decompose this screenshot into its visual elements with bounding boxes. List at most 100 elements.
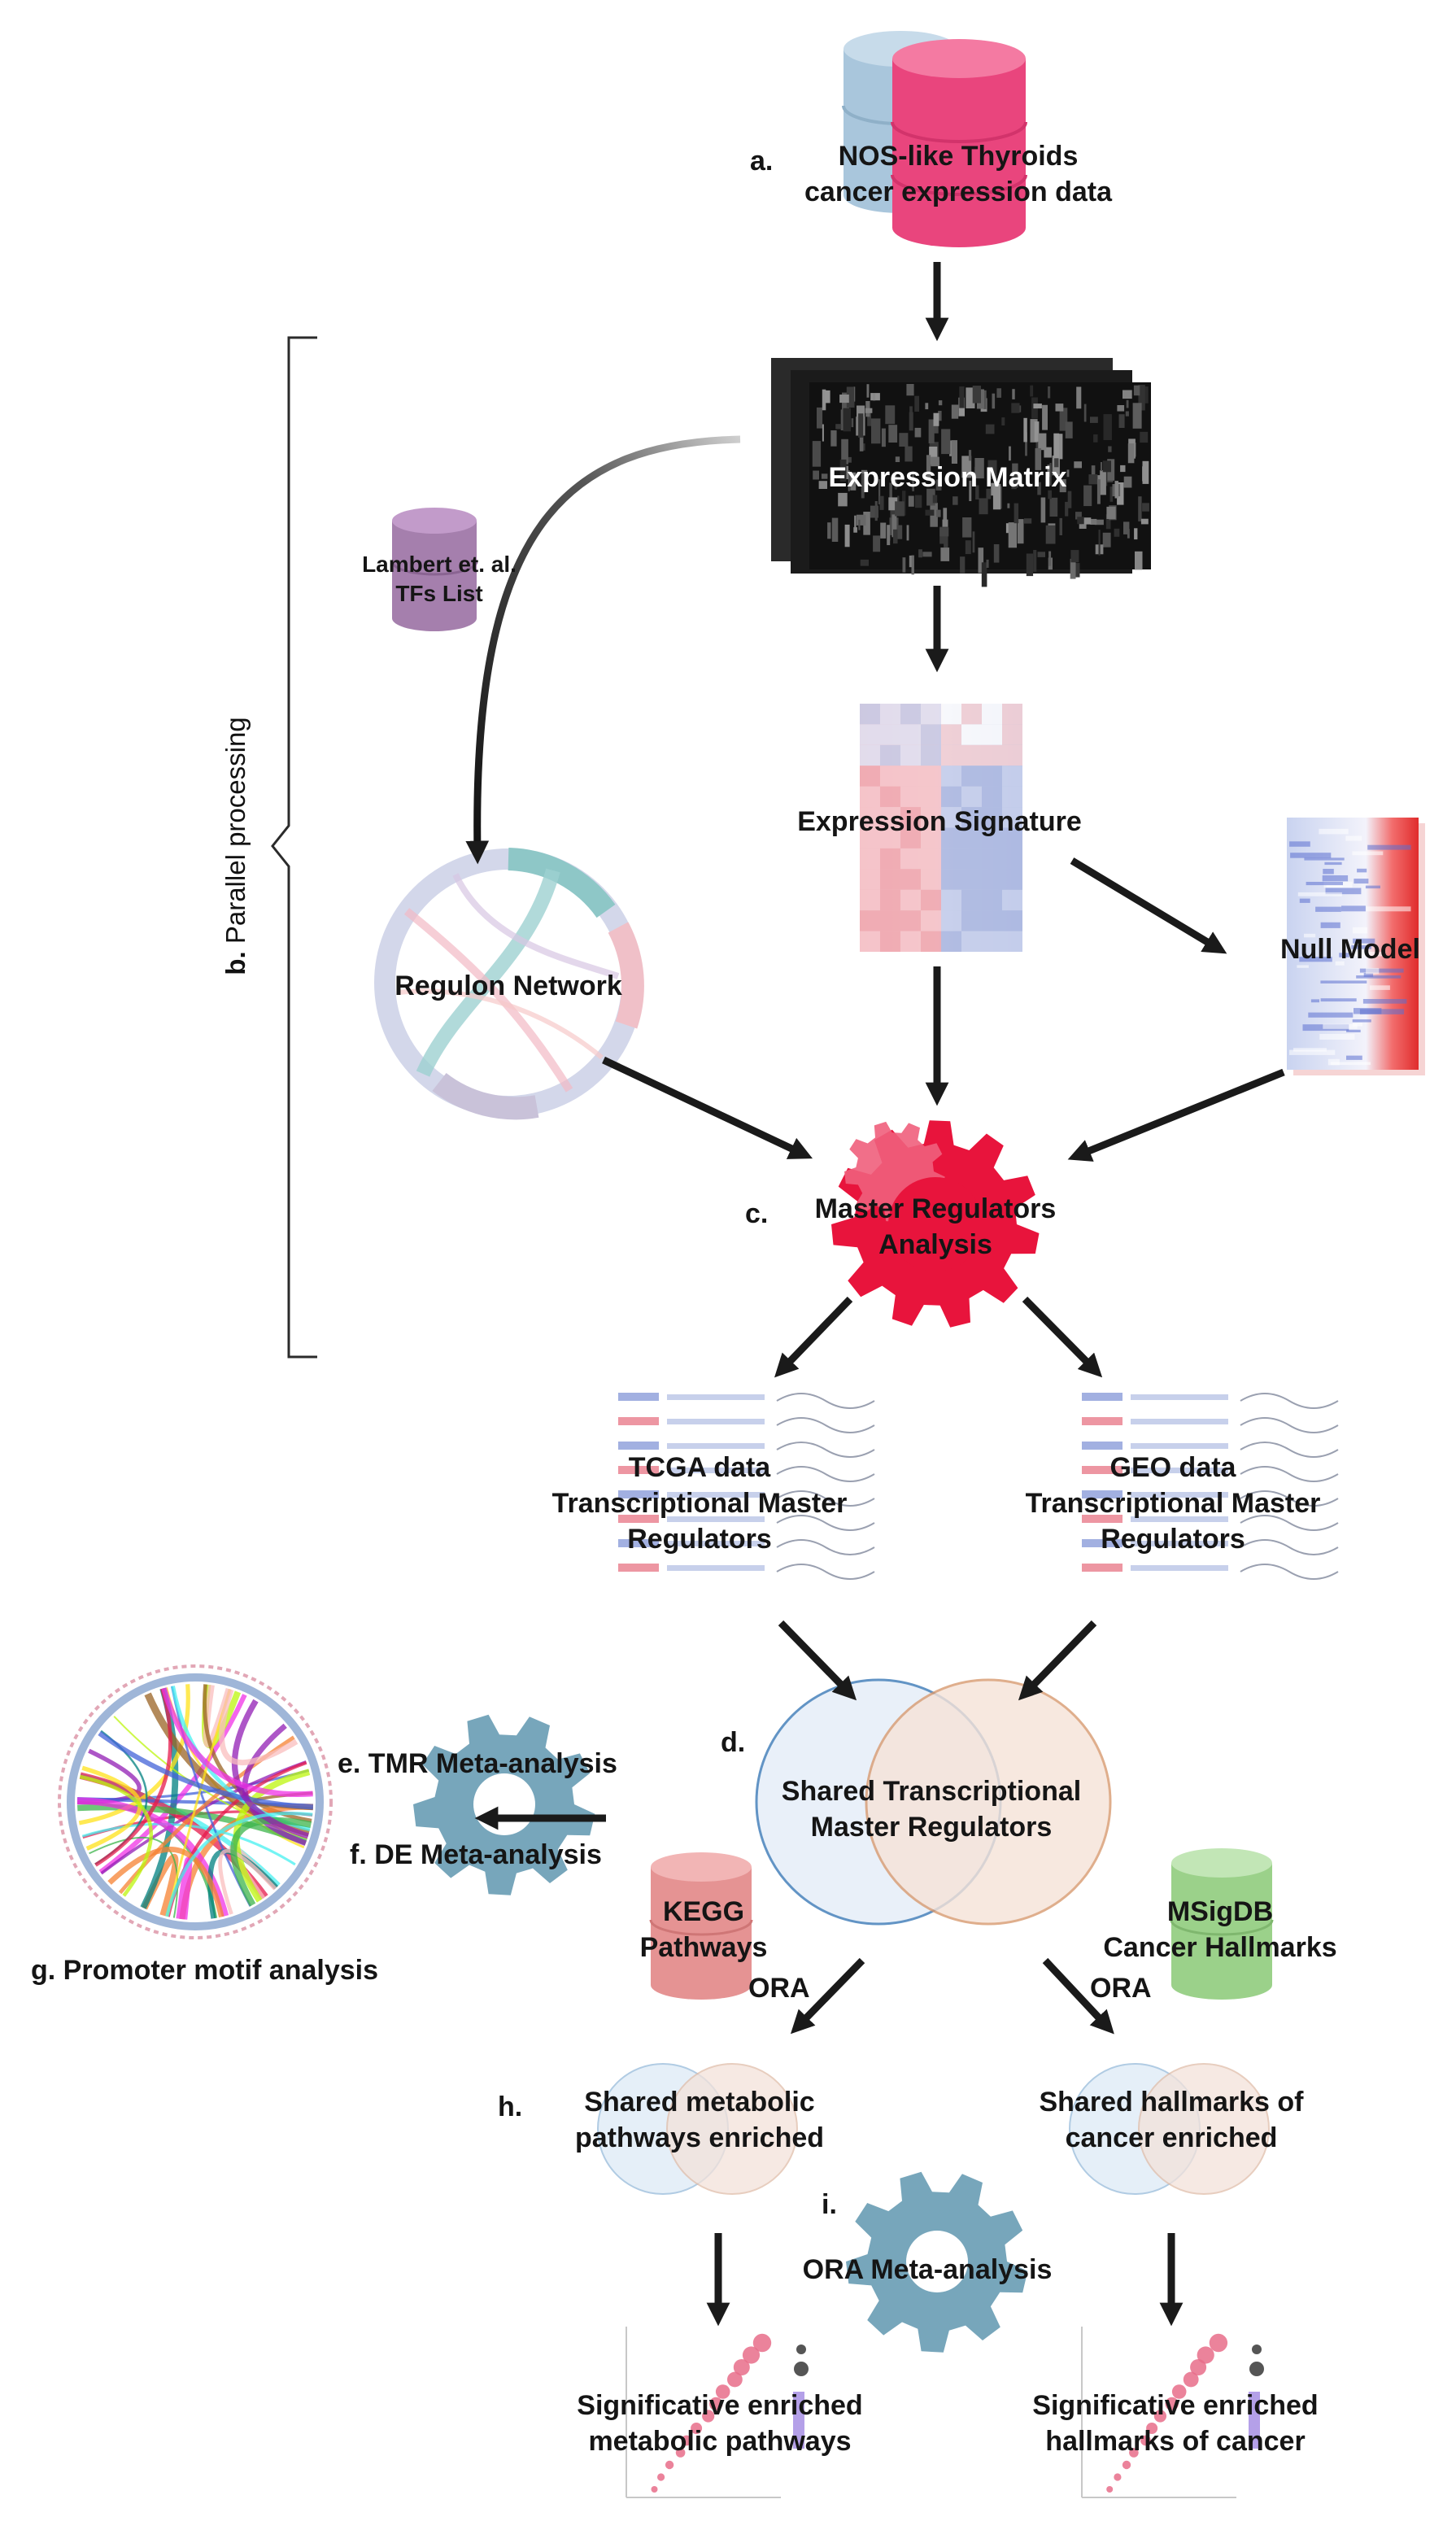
dotplot-point (1209, 2333, 1228, 2353)
heatmap-cell (860, 931, 880, 952)
matrix-cell (1065, 501, 1069, 517)
master-regulators-label-line1: Master Regulators (814, 1193, 1057, 1224)
heatmap-cell (982, 786, 1002, 808)
geo-tmr-label-line1: GEO data (1109, 1452, 1236, 1483)
matrix-cell (1025, 432, 1027, 456)
heatmap-cell (1002, 744, 1022, 766)
matrix-cell (1048, 386, 1051, 399)
gear-hub (888, 1177, 983, 1272)
metabolic-pathways-label-line2: pathways enriched (574, 2122, 825, 2153)
matrix-cell (968, 450, 972, 461)
matrix-cell (1117, 482, 1124, 505)
matrix-cell (925, 403, 929, 410)
heatmap-cell (941, 869, 961, 890)
matrix-cell (1076, 386, 1082, 409)
circos-link (76, 1797, 229, 1917)
table-bar (618, 1466, 659, 1474)
matrix-cell (1035, 447, 1042, 470)
matrix-cell (1093, 434, 1098, 443)
heatmap-cell (982, 724, 1002, 745)
matrix-cell (867, 411, 871, 426)
matrix-cell (835, 424, 842, 430)
heatmap-cell (941, 827, 961, 848)
matrix-cell (897, 495, 900, 505)
matrix-cell (841, 438, 848, 465)
matrix-cell (872, 393, 876, 401)
matrix-cell (972, 386, 981, 403)
heatmap-cell (860, 704, 880, 725)
gear-hole (473, 1773, 535, 1835)
null-model-stripe (1369, 985, 1390, 990)
matrix-cell (906, 525, 909, 541)
heatmap-cell (921, 786, 941, 808)
table-bar (667, 1419, 765, 1424)
matrix-cell (1030, 385, 1034, 397)
matrix-cell (880, 522, 887, 539)
matrix-cell (881, 428, 886, 447)
arrow-tcga-to-shared (778, 1620, 857, 1701)
tf-list-label: Lambert et. al. TFs List (333, 550, 545, 608)
circos-link (94, 1688, 172, 1867)
heatmap-cell (880, 704, 900, 725)
matrix-cell (1011, 403, 1020, 413)
heatmap-cell (860, 889, 880, 911)
table-bar (1082, 1515, 1123, 1523)
table-bar (1131, 1443, 1228, 1449)
heatmap-cell (880, 931, 900, 952)
matrix-cell (926, 488, 935, 506)
de-meta-analysis-label: f. DE Meta-analysis (350, 1839, 602, 1870)
kegg-database-icon (649, 1852, 753, 2000)
arrow-regulon-to-mra (602, 1056, 813, 1159)
null-model-stripe (1359, 1009, 1405, 1014)
heatmap-cell (900, 889, 921, 911)
null-model-stripe (1323, 869, 1334, 875)
matrix-cell (878, 479, 881, 504)
table-curve (776, 1564, 875, 1580)
kegg-pathways-label-line2: Pathways (639, 1932, 768, 1963)
matrix-cell (941, 429, 951, 455)
master-regulators-label-line2: Analysis (878, 1229, 992, 1260)
table-bar (667, 1468, 765, 1473)
null-model-stripe (1297, 965, 1309, 968)
hallmarks-result-label-line2: hallmarks of cancer (1045, 2426, 1306, 2457)
dotplot-point (727, 2371, 743, 2388)
matrix-cell (1017, 519, 1024, 544)
matrix-cell (1083, 403, 1087, 422)
matrix-cell (888, 497, 898, 511)
table-bar (618, 1490, 659, 1498)
null-model-stripe (1357, 868, 1367, 873)
table-curve (776, 1490, 875, 1507)
heatmap-cell (982, 704, 1002, 725)
heatmap-cell (961, 910, 982, 931)
matrix-cell (996, 388, 1001, 398)
arrow-mra-to-geo (1022, 1296, 1103, 1378)
null-model-stripe (1353, 938, 1375, 944)
matrix-cell (1059, 479, 1066, 493)
circos-link (165, 1812, 313, 1917)
heatmap-cell (900, 848, 921, 870)
parallel-processing-label: b. Parallel processing (218, 708, 254, 984)
matrix-cell (987, 460, 997, 479)
heatmap-cell (1002, 766, 1022, 787)
tf-list-label-line2: TFs List (395, 581, 483, 606)
matrix-cell (848, 470, 850, 491)
matrix-cell (859, 427, 864, 451)
table-bar (618, 1539, 659, 1547)
null-model-stripe (1299, 957, 1332, 962)
matrix-cell (1127, 443, 1135, 464)
matrix-cell (935, 479, 942, 491)
matrix-cell (1054, 458, 1059, 468)
tcga-tmr-label-line2: Transcriptional Master (551, 1488, 848, 1519)
null-model-stripe (1362, 999, 1407, 1004)
table-bar (618, 1393, 659, 1401)
arrow-mra-to-tcga (774, 1296, 853, 1378)
heatmap-cell (1002, 889, 1022, 911)
null-model-stripe (1320, 998, 1357, 1002)
heatmap-cell (880, 910, 900, 931)
hallmarks-dotplot-icon (1081, 2327, 1264, 2498)
matrix-cell (1067, 491, 1072, 508)
dotplot-point (691, 2423, 703, 2434)
matrix-cell (933, 412, 939, 426)
heatmap-cell (1002, 704, 1022, 725)
